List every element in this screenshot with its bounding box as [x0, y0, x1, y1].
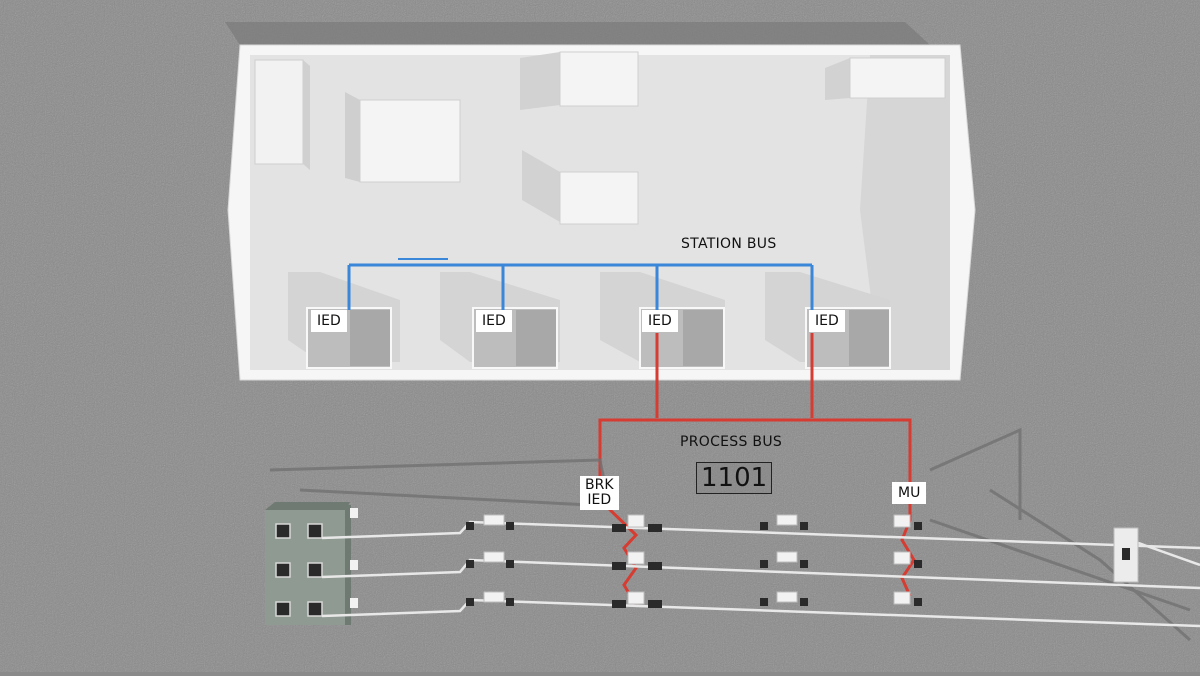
breaker-a [627, 514, 645, 528]
insulator-2a [506, 522, 514, 530]
insulator-5c [914, 598, 922, 606]
insulator-3a [760, 522, 768, 530]
ct-a [893, 514, 911, 528]
conductor-phase-a [321, 520, 1200, 550]
disconnect-mid-a [776, 514, 798, 526]
brk-ied-label-line-1: BRK [585, 477, 614, 493]
cabinet-right [849, 57, 946, 99]
transformer-top [265, 502, 350, 512]
insulator-1a [466, 522, 474, 530]
process-bus-loop [598, 418, 912, 485]
ied-panel-3-face [683, 310, 723, 366]
insulator-5b [914, 560, 922, 568]
ied-label-2: IED [476, 310, 512, 332]
conductor-phase-b [321, 558, 1200, 590]
disconnect-mid-c [776, 591, 798, 603]
cabinet-top [559, 51, 639, 107]
bellows-a-left [612, 524, 626, 532]
insulator-4a [800, 522, 808, 530]
bellows-a-right [648, 524, 662, 532]
transformer-bushings [275, 523, 323, 617]
insulator-2c [506, 598, 514, 606]
transformer-tab-1 [350, 508, 358, 518]
cabinet-left-shadow [303, 60, 310, 170]
disconnect-switches-left [483, 514, 505, 603]
insulator-5a [914, 522, 922, 530]
ied-panel-4-face [849, 310, 889, 366]
cabinet-middle-shadow [522, 150, 560, 222]
bellows-b-right [648, 562, 662, 570]
insulator-4c [800, 598, 808, 606]
insulator-1c [466, 598, 474, 606]
cabinet-main [359, 99, 461, 183]
building-inner-shade [860, 55, 950, 370]
ied-label-1: IED [311, 310, 347, 332]
cabinet-middle [559, 171, 639, 225]
insulator-2b [506, 560, 514, 568]
gantry-shadow-2 [929, 427, 1022, 520]
gantry-shadow-5 [299, 488, 591, 507]
bellows-c-left [612, 600, 626, 608]
power-transformer [265, 502, 358, 625]
ied-panel-2-face [516, 310, 556, 366]
ied-label-4: IED [809, 310, 845, 332]
insulator-3b [760, 560, 768, 568]
ct-b [893, 551, 911, 565]
brk-ied-label-line-2: IED [587, 492, 612, 508]
disconnect-left-c [483, 591, 505, 603]
breaker-c [627, 591, 645, 605]
insulators [466, 522, 922, 606]
breaker-b [627, 551, 645, 565]
bellows-c-right [648, 600, 662, 608]
conductor-extension [1129, 538, 1200, 567]
line-terminal-insulator [1122, 548, 1130, 560]
bushing-lv-a [275, 523, 291, 539]
disconnect-switches-mid [776, 514, 798, 603]
ied-label-3: IED [642, 310, 678, 332]
bushing-hv-c [307, 601, 323, 617]
merging-unit-cts [893, 514, 911, 605]
switchgear [466, 514, 922, 608]
cabinet-main-shadow [345, 92, 360, 182]
ied-panel-1-face [350, 310, 390, 366]
transformer-tab-3 [350, 598, 358, 608]
station-bus-label: STATION BUS [681, 236, 777, 252]
insulator-3c [760, 598, 768, 606]
gantry-shadow-4 [929, 518, 1191, 612]
conductor-phase-c [321, 598, 1200, 628]
cabinet-left [254, 59, 304, 165]
disconnect-mid-b [776, 551, 798, 563]
breaker-bellows [612, 524, 662, 608]
cabinet-top-shadow [520, 52, 560, 110]
building-shadow [225, 22, 930, 45]
bushing-lv-b [275, 562, 291, 578]
mu-label: MU [892, 482, 927, 504]
transformer-tab-2 [350, 560, 358, 570]
bushing-hv-b [307, 562, 323, 578]
disconnect-left-a [483, 514, 505, 526]
phase-conductors [321, 520, 1200, 628]
process-bus-label: PROCESS BUS [680, 434, 783, 450]
breakers [627, 514, 645, 605]
ct-c [893, 591, 911, 605]
disconnect-left-b [483, 551, 505, 563]
gantry-shadows [269, 427, 1191, 642]
transformer-side [345, 505, 351, 625]
bellows-b-left [612, 562, 626, 570]
bushing-lv-c [275, 601, 291, 617]
station-bus [347, 258, 814, 310]
insulator-4b [800, 560, 808, 568]
brk-ied-label: BRK IED [580, 476, 619, 510]
bushing-hv-a [307, 523, 323, 539]
bay-number: 1101 [696, 462, 773, 494]
cabinet-right-shadow [825, 58, 850, 100]
insulator-1b [466, 560, 474, 568]
gantry-shadow-3 [989, 488, 1191, 642]
